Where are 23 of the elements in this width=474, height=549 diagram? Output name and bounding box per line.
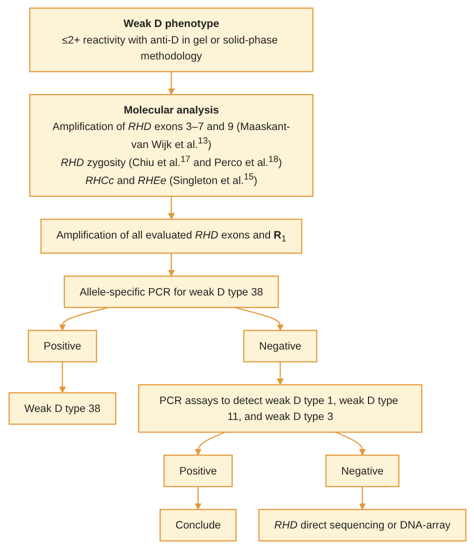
arrow: [234, 306, 284, 331]
node-box: Positive: [27, 330, 97, 362]
node-box: Negative: [324, 454, 399, 488]
node-box: Negative: [242, 330, 317, 362]
node-box: Conclude: [159, 508, 236, 542]
arrow: [58, 362, 66, 394]
node-box: Molecular analysis Amplification of RHD exons 3–7 and 9 (Maaskant-van Wijk et al.$^{13}$) RHD zygosity (Chiu et al.$^{17}$ and Perco et al.$^{18}$) RHCc and RHEe (Singleton et al.$^{15}$): [28, 94, 313, 197]
arrow: [168, 253, 174, 276]
arrow: [168, 196, 174, 220]
arrow: [194, 432, 225, 456]
node-box: Weak D type 38: [8, 392, 116, 425]
arrow: [334, 432, 366, 456]
node-box: Positive: [162, 454, 232, 488]
arrow: [276, 362, 284, 386]
arrow: [358, 486, 366, 510]
node-box: Allele-specific PCR for weak D type 38: [63, 276, 278, 308]
node-box: RHD direct sequencing or DNA-array: [258, 508, 466, 542]
arrow: [58, 306, 108, 331]
node-box: Weak D phenotype ≤2+ reactivity with anti-D in gel or solid-phase methodology: [28, 8, 313, 72]
node-box: Amplification of all evaluated RHD exons and R$_{1}$: [40, 218, 302, 254]
node-box: PCR assays to detect weak D type 1, weak D type 11, and weak D type 3: [138, 384, 422, 433]
arrow: [168, 72, 174, 95]
arrow: [194, 486, 201, 510]
